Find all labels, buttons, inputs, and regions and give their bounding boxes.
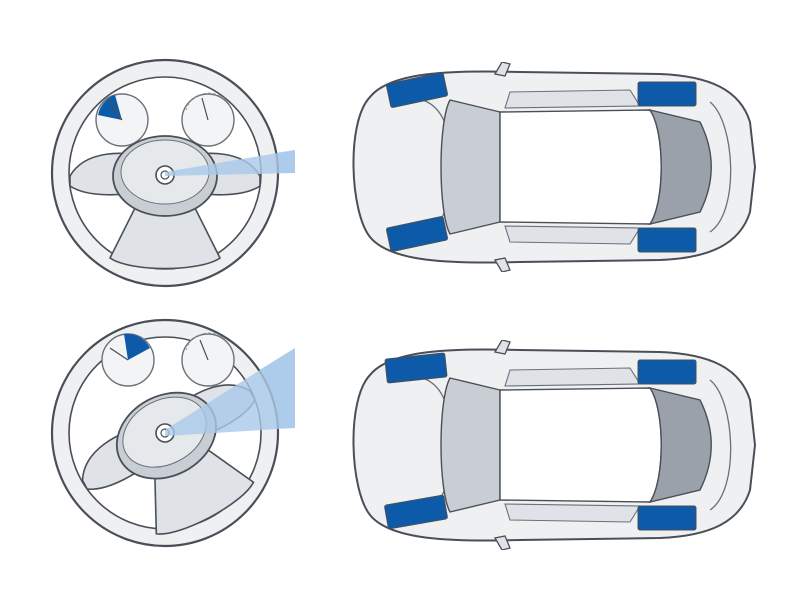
steering-spoke-bottom [108,207,222,270]
car-mirror-left [493,62,511,77]
steering-wheel-turned [40,318,310,558]
rear-left-wheel [637,359,697,385]
car-topview-turned [330,340,770,550]
car-rear-window [648,108,712,226]
car-mirror-left [493,340,511,355]
car-topview-turned-drawing [352,340,757,550]
car-roof [499,109,662,225]
front-right-wheel [384,494,448,530]
rear-right-wheel [637,227,697,253]
car-roof [499,387,662,503]
front-right-wheel [386,216,448,252]
car-rear-window [648,386,712,504]
car-topview-straight [330,62,770,272]
steering-wheel-straight [40,58,310,298]
steering-wheel-turned-drawing [50,318,295,548]
car-mirror-right [493,535,511,550]
car-windshield [440,99,501,235]
car-topview-straight-drawing [352,62,757,272]
front-left-wheel [386,72,448,108]
car-mirror-right [493,257,511,272]
tachometer-gauge [181,92,235,147]
front-left-wheel [384,352,448,384]
steering-wheel-straight-drawing [50,58,295,288]
speedometer-gauge [101,333,155,387]
tachometer-gauge [181,332,235,387]
car-windshield [440,377,501,513]
speedometer-gauge [95,93,149,147]
rear-right-wheel [637,505,697,531]
rear-left-wheel [637,81,697,107]
